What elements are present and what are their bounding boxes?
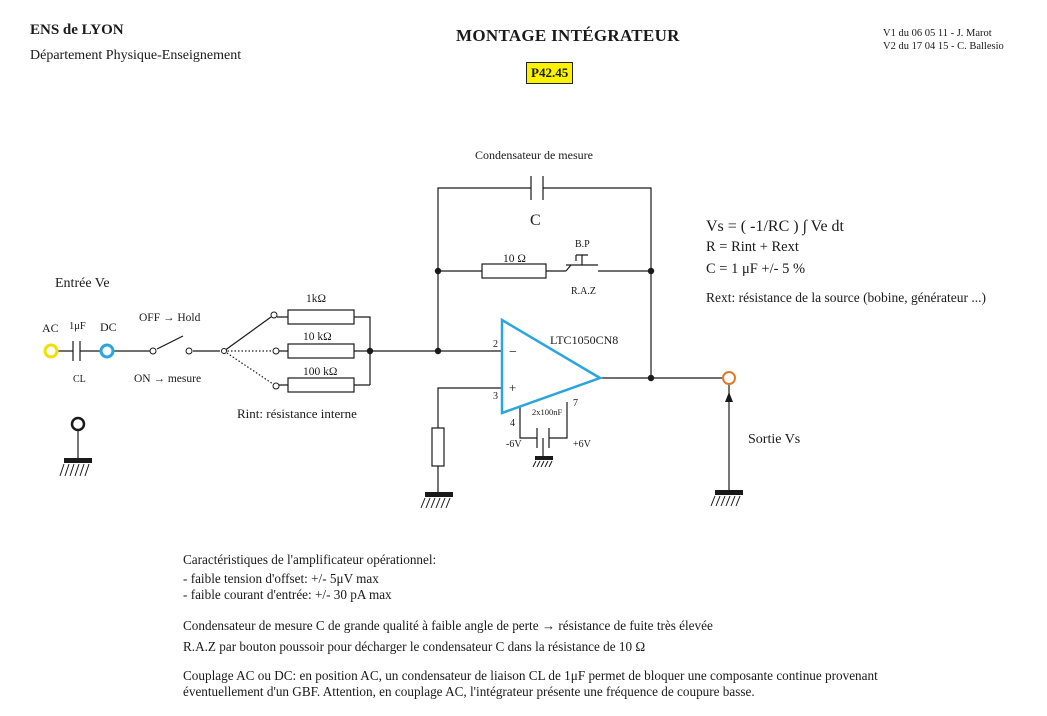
- version-line-1: V1 du 06 05 11 - J. Marot: [883, 28, 992, 39]
- push-button: [566, 254, 598, 266]
- school-name: ENS de LYON: [30, 22, 124, 38]
- hold-switch-blade: [156, 335, 184, 350]
- raz-note: R.A.Z par bouton poussoir pour décharger…: [183, 639, 646, 654]
- switch-off-label: OFF → Hold: [139, 312, 201, 324]
- department-name: Département Physique-Enseignement: [30, 48, 242, 63]
- formula-r: R = Rint + Rext: [706, 239, 799, 255]
- input-label: Entrée Ve: [55, 276, 110, 291]
- bp-label: B.P: [575, 239, 590, 250]
- rint-wires: [277, 316, 371, 386]
- version-line-2: V2 du 17 04 15 - C. Ballesio: [883, 41, 1004, 52]
- formula-integral: Vs = ( -1/RC ) ∫ Ve dt: [706, 218, 845, 236]
- switch-contact-1: [149, 347, 157, 355]
- coupling-cap-name: CL: [73, 374, 86, 385]
- ground-resistor: [431, 427, 445, 467]
- pin7-label: 7: [573, 398, 578, 409]
- opamp-triangle: [500, 317, 603, 415]
- opamp-characteristics-title: Caractéristiques de l'amplificateur opér…: [183, 552, 437, 567]
- output-label: Sortie Vs: [748, 432, 800, 447]
- supply-wires: [519, 402, 568, 456]
- feedback-cap-title: Condensateur de mesure: [475, 148, 593, 162]
- rext-note: Rext: résistance de la source (bobine, g…: [706, 290, 986, 305]
- resistor-100k: [287, 377, 355, 393]
- coupling-cap-value: 1μF: [69, 321, 86, 332]
- resistor-10k: [287, 343, 355, 359]
- junction-dots: [221, 267, 655, 382]
- coupling-note-2: éventuellement d'un GBF. Attention, en c…: [183, 684, 755, 699]
- bp-contact: [565, 264, 572, 272]
- ac-label: AC: [42, 321, 59, 335]
- dc-terminal: [99, 343, 115, 359]
- raz-resistor: [481, 263, 547, 279]
- switch-on-label: ON → mesure: [134, 373, 201, 385]
- probe-terminal: [70, 416, 86, 432]
- r3-label: 100 kΩ: [303, 366, 337, 378]
- decoupling-label: 2x100nF: [532, 407, 563, 417]
- page-title: MONTAGE INTÉGRATEUR: [456, 26, 680, 45]
- noninverting-wire: [437, 387, 502, 492]
- r1-label: 1kΩ: [306, 293, 326, 305]
- pin3-label: 3: [493, 391, 498, 402]
- pin2-label: 2: [493, 339, 498, 350]
- ac-terminal: [43, 343, 59, 359]
- feedback-wire: [437, 187, 652, 378]
- opamp-label: LTC1050CN8: [550, 333, 618, 347]
- resistor-1k: [287, 309, 355, 325]
- cap-quality-note: Condensateur de mesure C de grande quali…: [183, 618, 713, 633]
- coupling-note-1: Couplage AC ou DC: en position AC, un co…: [183, 668, 878, 683]
- minus-sign: −: [509, 345, 517, 360]
- pos-supply-label: +6V: [573, 439, 592, 450]
- output-terminal: [722, 371, 736, 385]
- document-code-badge: P42.45: [526, 62, 574, 84]
- raz-label: R.A.Z: [571, 286, 596, 297]
- selector-contact-1k: [270, 311, 278, 319]
- r2-label: 10 kΩ: [303, 331, 332, 343]
- plus-sign: +: [509, 380, 516, 395]
- pin4-label: 4: [510, 418, 515, 429]
- selector-contact-10k: [272, 347, 280, 355]
- rint-label: Rint: résistance interne: [237, 406, 357, 421]
- switch-contact-2: [185, 347, 193, 355]
- offset-spec: - faible tension d'offset: +/- 5μV max: [183, 571, 379, 586]
- selector-line-100k: [223, 350, 274, 385]
- cap-label: C: [530, 212, 541, 229]
- raz-resistor-label: 10 Ω: [503, 253, 526, 265]
- output-arrow: [725, 392, 733, 402]
- ground-symbols: [59, 456, 743, 509]
- bias-spec: - faible courant d'entrée: +/- 30 pA max: [183, 587, 392, 602]
- selector-line-1k: [223, 316, 272, 352]
- selector-contact-100k: [272, 382, 280, 390]
- neg-supply-label: -6V: [506, 439, 522, 450]
- formula-c: C = 1 μF +/- 5 %: [706, 261, 805, 277]
- dc-label: DC: [100, 320, 117, 334]
